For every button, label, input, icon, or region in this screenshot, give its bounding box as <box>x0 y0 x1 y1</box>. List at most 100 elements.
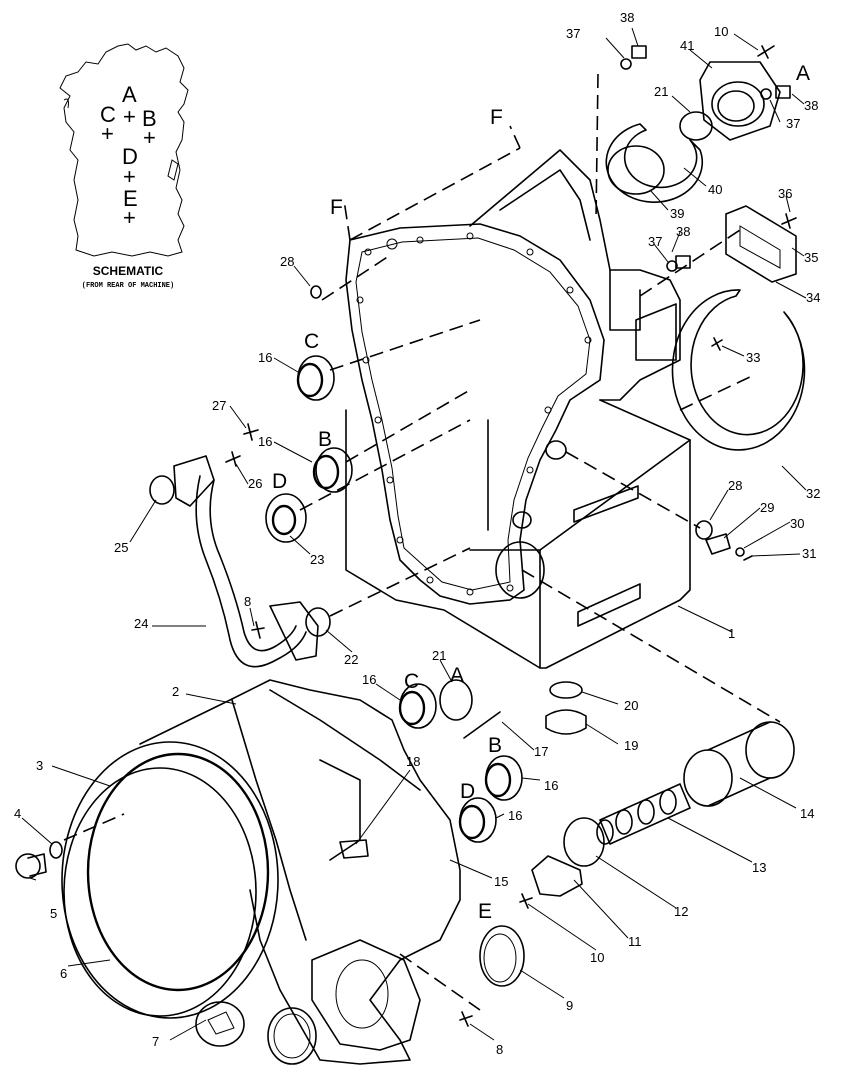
bolt-36 <box>781 213 797 229</box>
bolt-10-top <box>757 45 775 59</box>
ring-23 <box>265 493 307 543</box>
section-letter-b-lower: B <box>488 734 502 757</box>
plate-7 <box>195 1001 245 1047</box>
o-ring-28-right <box>695 520 713 540</box>
section-letter-d-upper: D <box>272 470 287 493</box>
callout-24: 24 <box>134 616 148 631</box>
callout-8: 8 <box>244 594 251 609</box>
housing-port-block <box>609 269 641 331</box>
front-ring-3 <box>61 741 279 1019</box>
callout-34: 34 <box>806 290 820 305</box>
callout-7: 7 <box>152 1034 159 1049</box>
schematic-letter-b: B <box>142 106 157 131</box>
housing-body <box>345 399 691 669</box>
washer-37-top <box>620 58 632 70</box>
gasket-11 <box>531 855 583 897</box>
callout-26: 26 <box>248 476 262 491</box>
bolt-8-upper <box>251 621 265 639</box>
assembly-line-d <box>299 419 471 511</box>
seal-39 <box>607 145 665 195</box>
ring-9-inner <box>483 933 517 983</box>
callout-30: 30 <box>790 516 804 531</box>
schematic-plus-b: + <box>143 125 156 150</box>
gasket-32 <box>671 289 806 451</box>
schematic-letter-e: E <box>123 186 138 211</box>
housing-2-lower-bore <box>335 959 389 1029</box>
callout-37: 37 <box>786 116 800 131</box>
housing-flange <box>345 223 605 605</box>
callout-10: 10 <box>714 24 728 39</box>
breather-18 <box>339 839 369 859</box>
fasteners <box>225 45 797 1027</box>
callout-25: 25 <box>114 540 128 555</box>
bearing-16-b-lower <box>484 755 523 801</box>
front-bore <box>86 752 270 992</box>
assembly-line-28-right <box>565 451 701 529</box>
housing-2-ridge <box>231 699 307 941</box>
section-letter-f-top: F <box>490 106 503 129</box>
callout-23: 23 <box>310 552 324 567</box>
housing-port <box>545 440 567 460</box>
callout-numbers: 38 37 10 41 21 38 37 40 39 36 35 34 38 3… <box>14 10 820 1057</box>
schematic-letter-a: A <box>122 82 137 107</box>
bolt-33 <box>711 337 723 351</box>
section-line-f-right <box>509 125 521 149</box>
tube-24-inner <box>209 479 297 652</box>
spool-13 <box>596 783 691 845</box>
ring-21-upper <box>679 111 713 141</box>
assembly-line-32 <box>679 375 753 411</box>
housing-valve-pad <box>635 303 677 361</box>
schematic-plus-e: + <box>123 205 136 230</box>
schematic-title: SCHEMATIC <box>93 264 164 278</box>
seal-12 <box>563 817 605 867</box>
callout-1: 1 <box>728 626 735 641</box>
callout-36: 36 <box>778 186 792 201</box>
bearing-16-c-lower <box>398 683 437 729</box>
callout-16: 16 <box>508 808 522 823</box>
bearings <box>149 285 713 843</box>
callout-21: 21 <box>432 648 446 663</box>
callout-38: 38 <box>804 98 818 113</box>
section-letter-f-left: F <box>330 196 343 219</box>
callout-16: 16 <box>258 350 272 365</box>
housing-2-pad <box>319 759 361 861</box>
housing-2-top <box>269 689 421 791</box>
front-ring-6 <box>63 767 257 1017</box>
callout-20: 20 <box>624 698 638 713</box>
callout-13: 13 <box>752 860 766 875</box>
callout-28: 28 <box>728 478 742 493</box>
bearing-16-c-upper <box>296 355 335 401</box>
callout-16: 16 <box>362 672 376 687</box>
callout-10: 10 <box>590 950 604 965</box>
callout-28: 28 <box>280 254 294 269</box>
housing-2 <box>139 679 461 1065</box>
housing-slot-lower <box>577 583 641 627</box>
bearing-16-d-lower <box>458 797 497 843</box>
schematic-plus-a: + <box>123 104 136 129</box>
callout-17: 17 <box>534 744 548 759</box>
housing-flange-inner <box>355 237 591 591</box>
callout-6: 6 <box>60 966 67 981</box>
section-letter-a-lower: A <box>450 664 464 687</box>
callout-39: 39 <box>670 206 684 221</box>
callout-12: 12 <box>674 904 688 919</box>
o-ring-25 <box>149 475 175 505</box>
callout-19: 19 <box>624 738 638 753</box>
section-line-f-left <box>343 199 351 241</box>
schematic-notch <box>63 98 69 109</box>
callout-41: 41 <box>680 38 694 53</box>
washer-37-mid <box>666 260 678 272</box>
washer-30 <box>735 547 745 557</box>
rear-cover-parts <box>605 61 806 451</box>
retainer-41-inner <box>717 90 755 122</box>
section-letters: F F A C B D C A B D E <box>272 62 810 923</box>
flange-holes <box>356 232 592 596</box>
ring-9-outer <box>479 925 525 987</box>
bolt-31 <box>743 555 753 561</box>
section-letter-c-upper: C <box>304 330 319 353</box>
retainer-41-bore <box>711 81 765 127</box>
o-ring-4 <box>49 841 63 859</box>
callout-27: 27 <box>212 398 226 413</box>
